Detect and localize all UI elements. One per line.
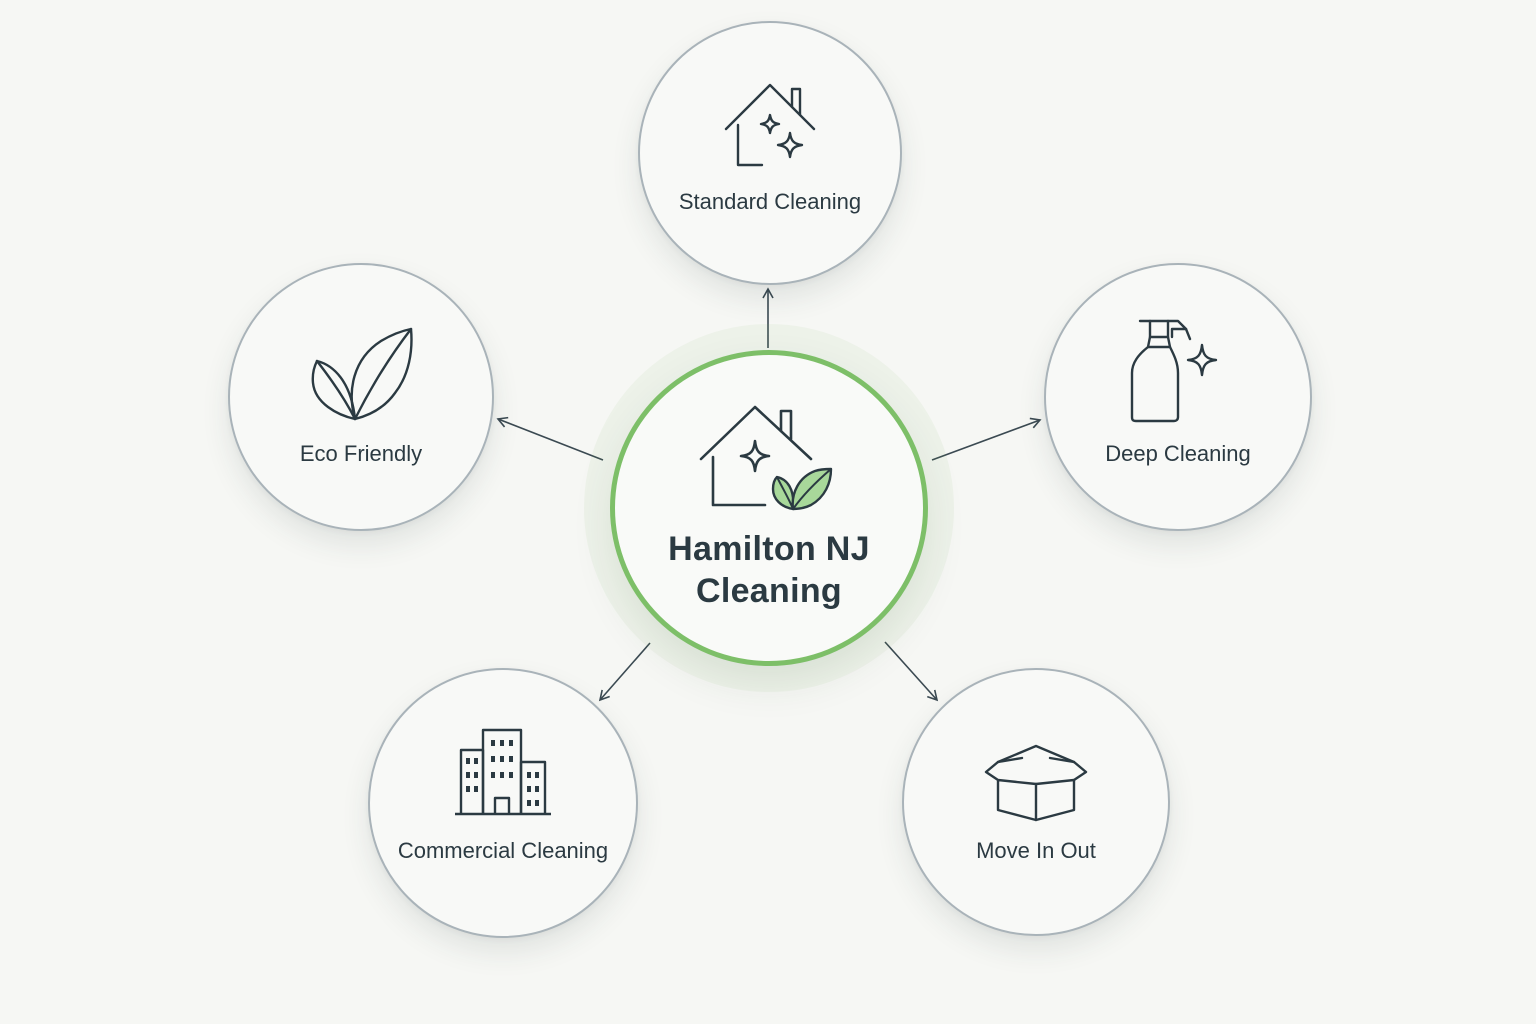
node-commercial-cleaning[interactable]: Commercial Cleaning (368, 668, 638, 938)
node-eco-friendly[interactable]: Eco Friendly (228, 263, 494, 531)
office-buildings-icon (455, 728, 551, 816)
center-title-line2: Cleaning (696, 572, 842, 610)
arrow-to-commercial-cleaning (598, 642, 651, 702)
arrow-to-move-in-out (884, 641, 939, 702)
node-label-move-in-out: Move In Out (976, 838, 1096, 863)
node-label-deep-cleaning: Deep Cleaning (1105, 441, 1251, 466)
leaf-icon (311, 327, 413, 421)
arrow-to-deep-cleaning (931, 417, 1042, 461)
node-label-standard-cleaning: Standard Cleaning (678, 189, 862, 214)
node-label-eco-friendly: Eco Friendly (299, 441, 423, 466)
node-standard-cleaning[interactable]: Standard Cleaning (638, 21, 902, 285)
node-deep-cleaning[interactable]: Deep Cleaning (1044, 263, 1312, 531)
spray-bottle-icon (1130, 319, 1218, 423)
center-title-line1: Hamilton NJ (668, 530, 870, 568)
node-move-in-out[interactable]: Move In Out (902, 668, 1170, 936)
center-hub[interactable]: Hamilton NJ Cleaning (610, 350, 928, 666)
house-sparkle-leaf-icon (699, 405, 833, 511)
arrow-to-eco-friendly (496, 416, 604, 461)
house-sparkles-icon (724, 83, 816, 167)
open-box-icon (984, 744, 1088, 822)
node-label-commercial-cleaning: Commercial Cleaning (397, 838, 609, 863)
